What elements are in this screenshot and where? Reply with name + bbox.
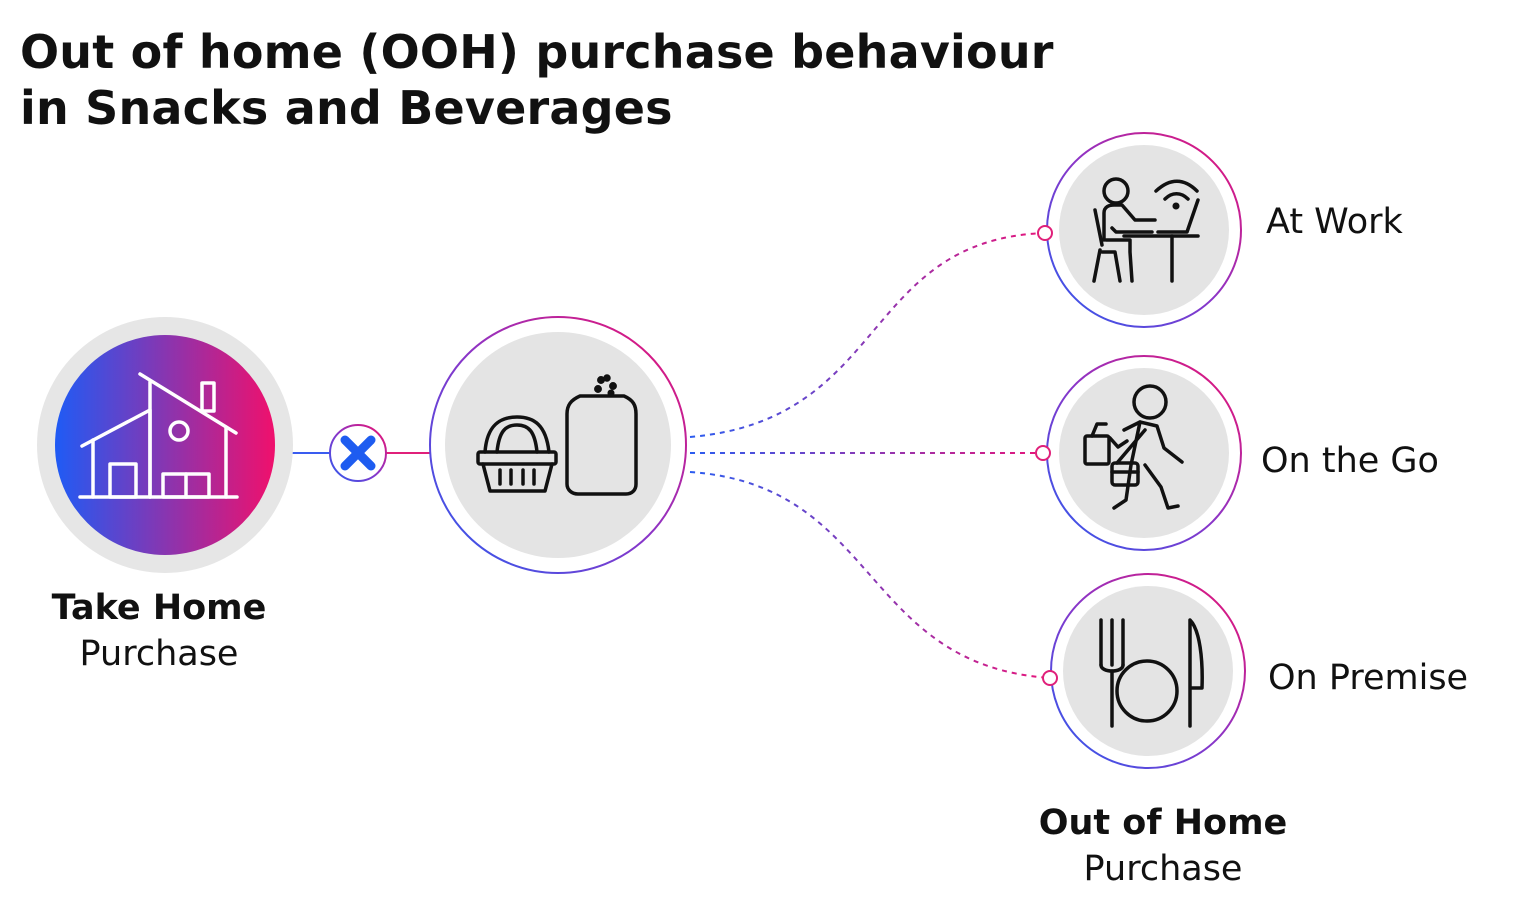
take-home-label: Take Home: [51, 588, 267, 628]
fork-plate-knife-icon: [1099, 618, 1204, 728]
out-of-home-label: Out of Home: [1038, 803, 1288, 843]
on-premise-node: [1042, 573, 1246, 769]
beverage-can-icon: [565, 374, 638, 496]
branch-line-at-work: [689, 232, 1046, 438]
branch-line-on-premise: [689, 471, 1051, 679]
cross-icon: [340, 435, 376, 471]
snacks-beverages-node: [429, 316, 687, 574]
cross-connector: [329, 424, 387, 482]
page-title-line-2: in Snacks and Beverages: [20, 81, 673, 135]
walking-person-icon: [1083, 384, 1184, 510]
house-icon: [78, 372, 239, 499]
occasion-label-on-premise: On Premise: [1268, 658, 1469, 698]
person-at-laptop-icon: [1092, 177, 1200, 283]
page-title: Out of home (OOH) purchase behaviour in …: [20, 24, 1054, 136]
page-title-line-1: Out of home (OOH) purchase behaviour: [20, 25, 1054, 79]
out-of-home-sublabel: Purchase: [1083, 849, 1243, 889]
on-the-go-node: [1035, 355, 1242, 551]
at-work-node: [1037, 132, 1242, 328]
occasion-label-on-the-go: On the Go: [1261, 441, 1439, 481]
take-home-node: [37, 317, 293, 573]
shopping-basket-icon: [476, 415, 558, 493]
take-home-sublabel: Purchase: [79, 634, 239, 674]
occasion-label-at-work: At Work: [1266, 202, 1403, 242]
